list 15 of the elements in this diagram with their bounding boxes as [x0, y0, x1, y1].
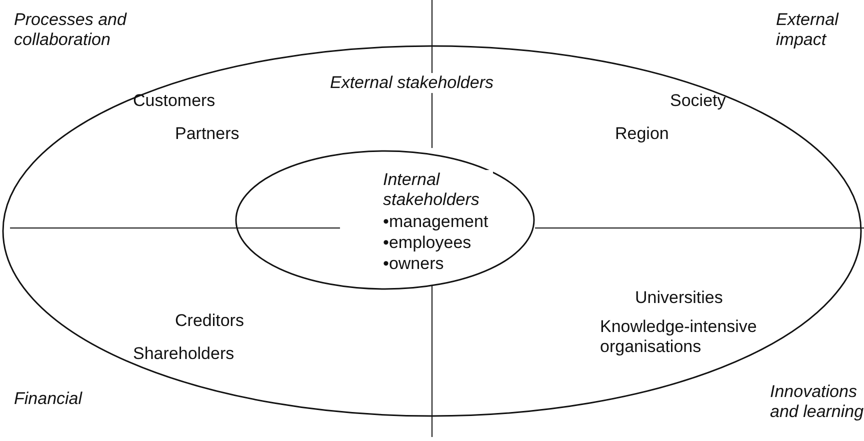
- stakeholder-label: Region: [615, 124, 669, 144]
- quadrant-title: Financial: [14, 389, 82, 409]
- stakeholder-label: Society: [670, 91, 726, 111]
- list-item: •employees: [383, 233, 472, 253]
- stakeholder-label: Creditors: [175, 311, 244, 331]
- stakeholder-label: Shareholders: [133, 344, 234, 364]
- stakeholder-label: Partners: [175, 124, 240, 144]
- quadrant-title: Innovations and learning: [770, 382, 864, 422]
- stakeholder-label: Customers: [133, 91, 216, 111]
- quadrant-title: External impact: [776, 10, 840, 50]
- group-title: External stakeholders: [330, 73, 494, 93]
- stakeholder-label: Knowledge-intensive organisations: [600, 317, 758, 357]
- stakeholder-label: Universities: [635, 288, 723, 308]
- inner-ellipse: [235, 150, 535, 290]
- quadrant-title: Processes and collaboration: [14, 10, 128, 50]
